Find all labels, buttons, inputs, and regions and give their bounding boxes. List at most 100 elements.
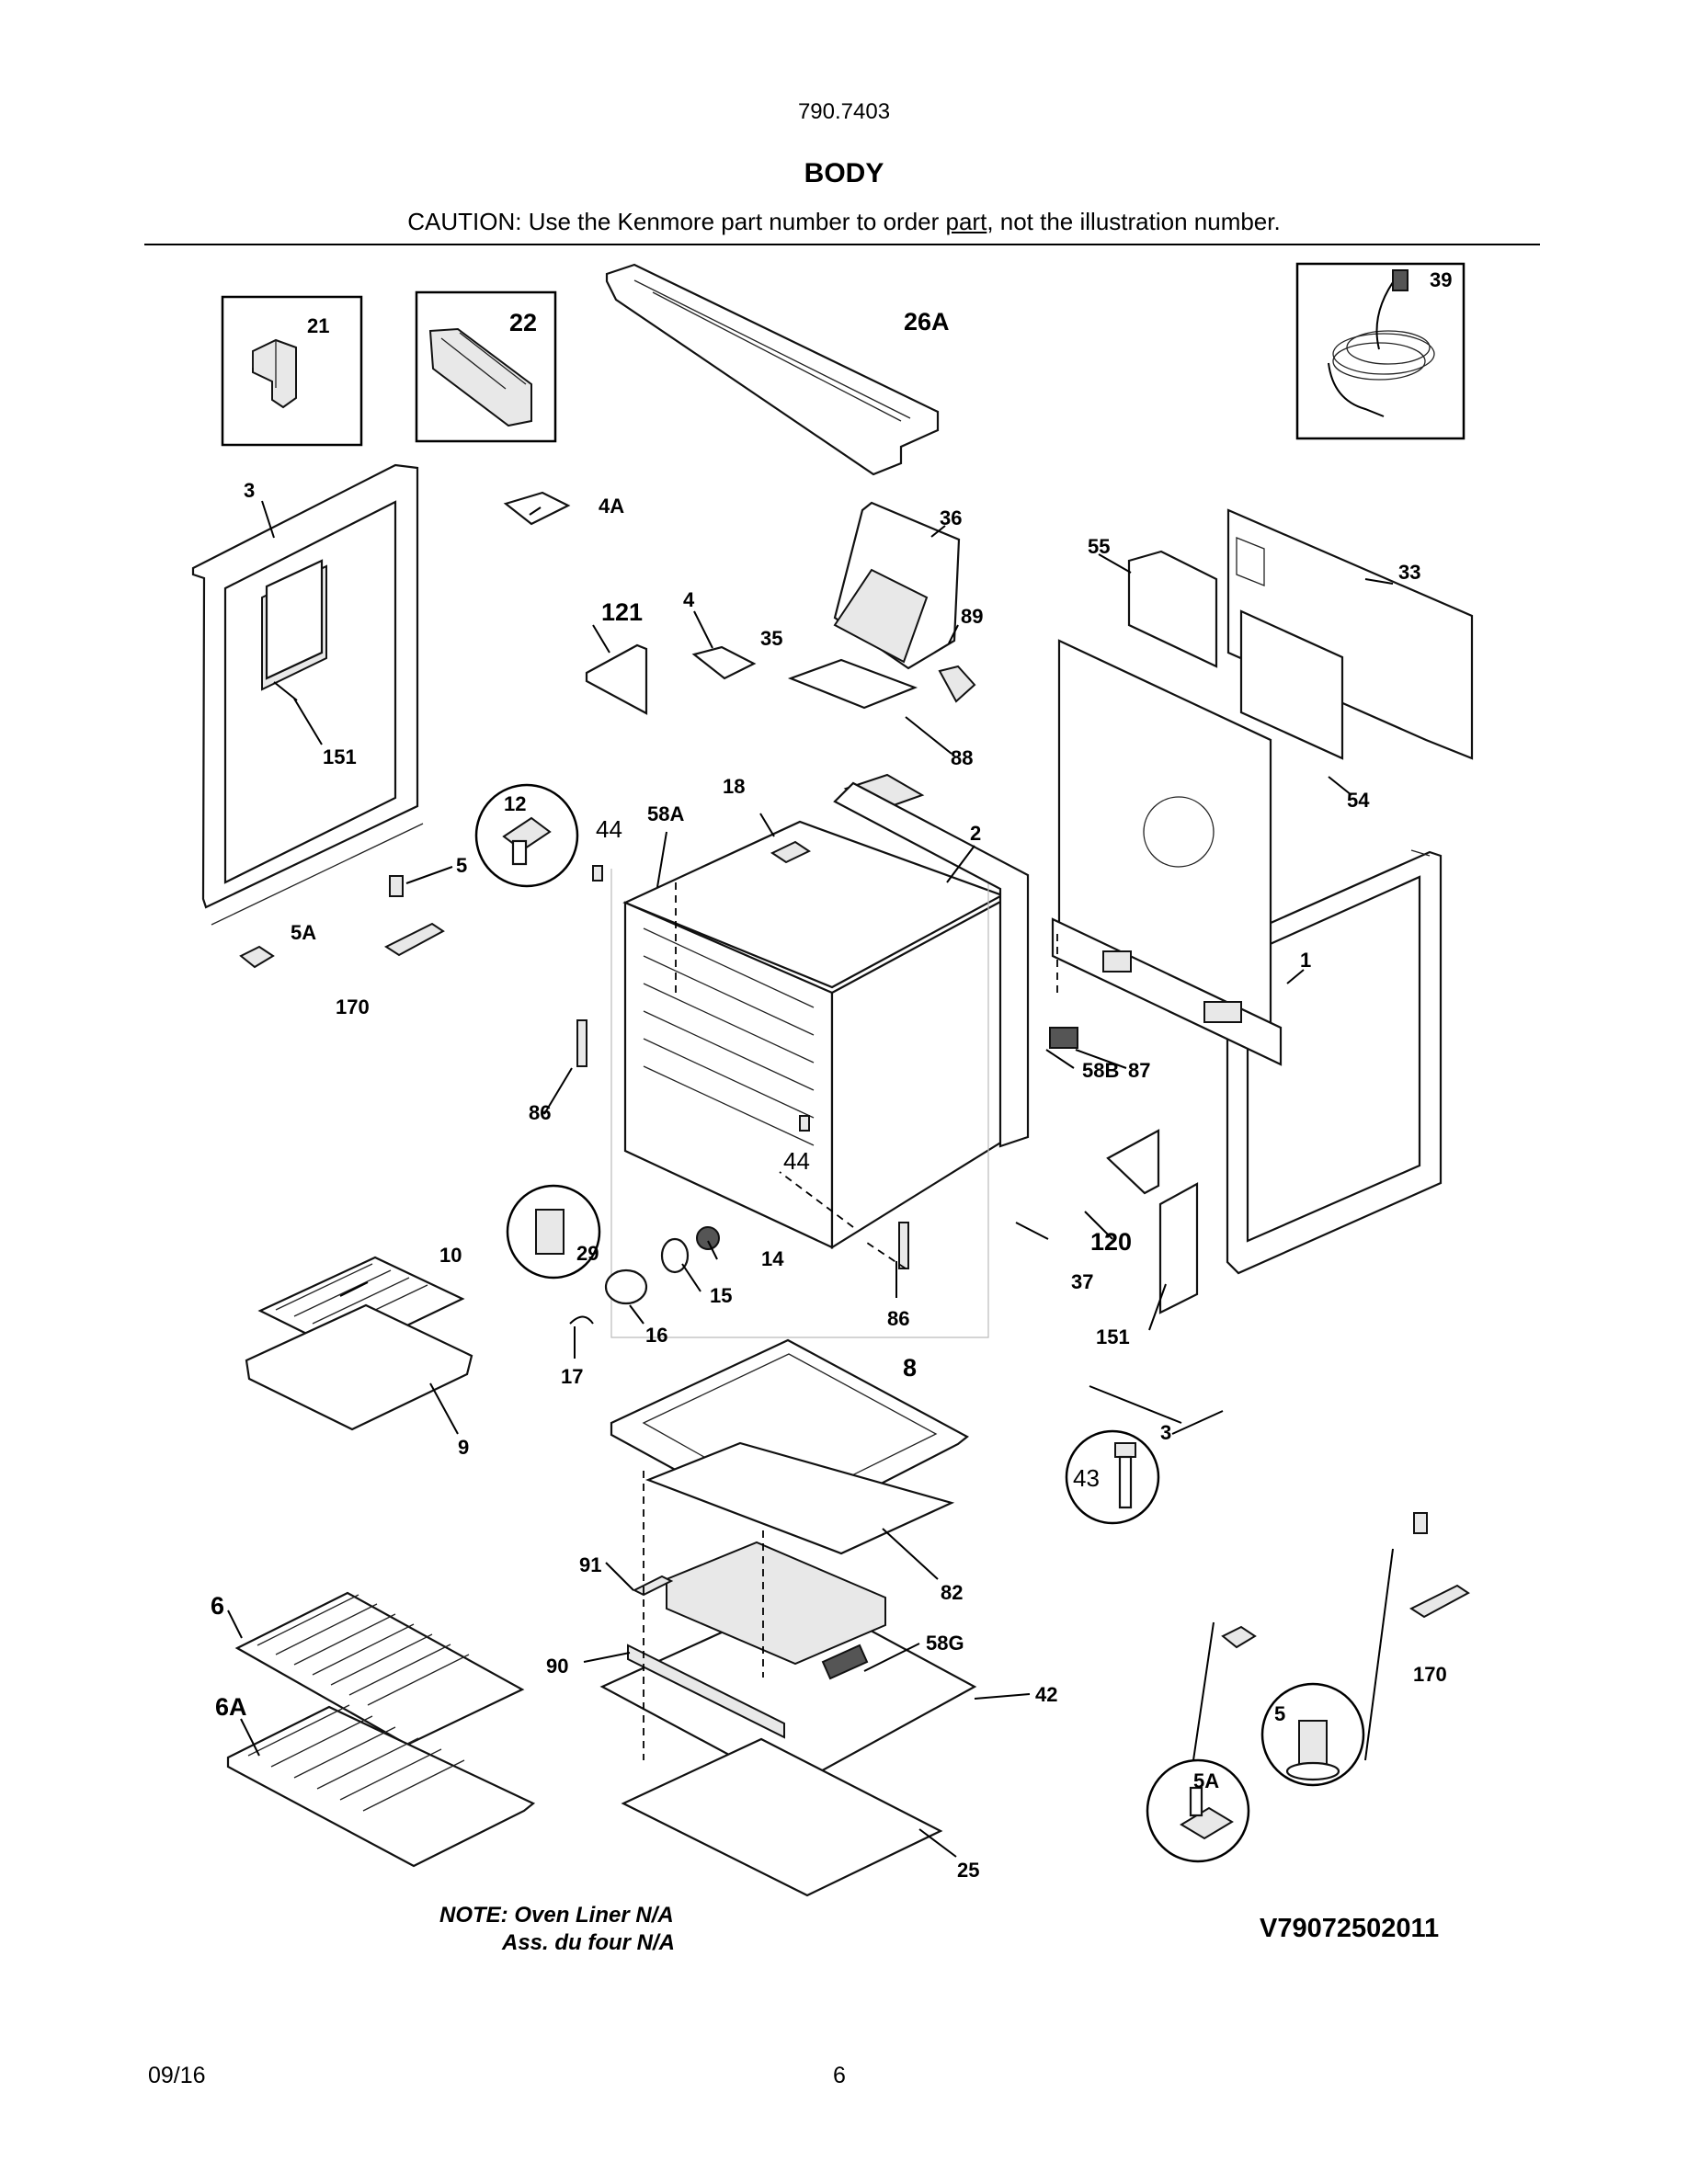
drawing-code: V79072502011 bbox=[1260, 1914, 1440, 1943]
part-5A-left bbox=[239, 945, 275, 969]
callout-37: 37 bbox=[1071, 1270, 1093, 1293]
part-36 bbox=[833, 501, 961, 670]
header-rule bbox=[144, 244, 1540, 245]
callout-87: 87 bbox=[1128, 1059, 1150, 1082]
part-44-mid bbox=[799, 1115, 810, 1132]
part-55 bbox=[1127, 550, 1218, 668]
callout-18: 18 bbox=[723, 775, 745, 798]
callout-6A: 6A bbox=[215, 1693, 247, 1721]
callout-58A: 58A bbox=[647, 802, 684, 825]
footer-page-number: 6 bbox=[833, 2063, 846, 2088]
part-5A-right bbox=[1221, 1625, 1257, 1649]
callout-36: 36 bbox=[940, 506, 962, 529]
part-86-left bbox=[576, 1019, 587, 1067]
callout-8: 8 bbox=[903, 1354, 917, 1382]
callout-58B: 58B bbox=[1082, 1059, 1119, 1082]
callout-5A-right: 5A bbox=[1193, 1769, 1219, 1792]
part-82 bbox=[644, 1441, 955, 1555]
callout-16: 16 bbox=[645, 1324, 667, 1347]
part-1 bbox=[1051, 639, 1283, 1066]
callout-3-right: 3 bbox=[1160, 1421, 1171, 1444]
oven-body bbox=[610, 820, 1005, 1338]
callout-22: 22 bbox=[509, 309, 537, 336]
callout-4A: 4A bbox=[599, 495, 624, 518]
part-4A bbox=[503, 491, 571, 526]
note-oven-liner-fr: Ass. du four N/A bbox=[502, 1930, 676, 1955]
part-6 bbox=[234, 1591, 525, 1746]
callout-89: 89 bbox=[961, 605, 983, 628]
part-14 bbox=[696, 1226, 720, 1250]
callout-44-top: 44 bbox=[596, 815, 622, 843]
part-5-left bbox=[389, 875, 404, 897]
part-58G bbox=[821, 1644, 869, 1680]
callout-42: 42 bbox=[1035, 1683, 1057, 1706]
callout-58G: 58G bbox=[926, 1632, 964, 1655]
callout-29: 29 bbox=[576, 1242, 599, 1265]
callout-86-left: 86 bbox=[529, 1101, 551, 1124]
callout-26A: 26A bbox=[904, 308, 950, 336]
caution-underlined: part bbox=[945, 208, 987, 235]
leader-lines bbox=[227, 500, 1394, 1858]
callout-21: 21 bbox=[307, 314, 329, 337]
callout-15: 15 bbox=[710, 1284, 732, 1307]
callout-120: 120 bbox=[1090, 1228, 1132, 1256]
callout-39: 39 bbox=[1430, 268, 1452, 291]
callout-35: 35 bbox=[760, 627, 782, 650]
callout-3-left: 3 bbox=[244, 479, 255, 502]
part-33 bbox=[1226, 508, 1474, 760]
callout-86-right: 86 bbox=[887, 1307, 909, 1330]
model-number: 790.7403 bbox=[797, 99, 891, 124]
part-86-right bbox=[898, 1222, 909, 1269]
callout-5A-left: 5A bbox=[291, 921, 316, 944]
callout-170-right: 170 bbox=[1413, 1663, 1447, 1686]
part-87 bbox=[1049, 1027, 1078, 1049]
detail-5A bbox=[1146, 1758, 1250, 1863]
part-37 bbox=[1015, 1222, 1049, 1240]
part-4 bbox=[691, 645, 757, 680]
part-151-left bbox=[265, 559, 324, 680]
part-35 bbox=[787, 658, 918, 710]
part-120 bbox=[1106, 1129, 1160, 1195]
part-170-right bbox=[1409, 1584, 1470, 1619]
callout-121: 121 bbox=[601, 598, 643, 626]
callout-170-left: 170 bbox=[336, 995, 370, 1018]
callout-10: 10 bbox=[439, 1244, 462, 1267]
part-9 bbox=[245, 1303, 473, 1431]
callout-12: 12 bbox=[504, 792, 526, 815]
detail-5 bbox=[1260, 1682, 1365, 1787]
detail-12 bbox=[474, 783, 579, 888]
part-90 bbox=[627, 1644, 785, 1739]
section-title: BODY bbox=[804, 158, 884, 188]
inset-22 bbox=[415, 290, 557, 443]
part-3-left bbox=[191, 463, 424, 926]
part-89 bbox=[938, 665, 976, 703]
alignment-lines bbox=[643, 882, 1058, 1760]
part-54 bbox=[1239, 609, 1344, 760]
callout-17: 17 bbox=[561, 1365, 583, 1388]
footer-date: 09/16 bbox=[148, 2063, 206, 2088]
part-3-right bbox=[1226, 849, 1443, 1275]
callout-9: 9 bbox=[458, 1436, 469, 1459]
callout-91: 91 bbox=[579, 1553, 601, 1576]
inset-21 bbox=[221, 295, 363, 447]
part-25 bbox=[621, 1737, 943, 1897]
part-151-right bbox=[1158, 1182, 1199, 1314]
callout-5-left: 5 bbox=[456, 854, 467, 877]
caution-text: CAUTION: Use the Kenmore part number to … bbox=[0, 208, 1688, 236]
callout-25: 25 bbox=[957, 1859, 979, 1882]
callout-14: 14 bbox=[761, 1247, 784, 1270]
callout-6: 6 bbox=[211, 1592, 224, 1620]
part-15 bbox=[660, 1237, 690, 1274]
callout-151-left: 151 bbox=[323, 745, 357, 768]
part-18 bbox=[770, 840, 812, 864]
part-44-top bbox=[592, 865, 603, 882]
inset-39 bbox=[1295, 262, 1466, 440]
caution-before: CAUTION: Use the Kenmore part number to … bbox=[407, 208, 946, 235]
callout-5-right: 5 bbox=[1274, 1702, 1285, 1725]
callout-1: 1 bbox=[1300, 949, 1311, 972]
part-6A bbox=[226, 1704, 536, 1868]
callout-151-right: 151 bbox=[1096, 1325, 1130, 1348]
callout-55: 55 bbox=[1088, 535, 1110, 558]
callout-43: 43 bbox=[1073, 1464, 1100, 1492]
